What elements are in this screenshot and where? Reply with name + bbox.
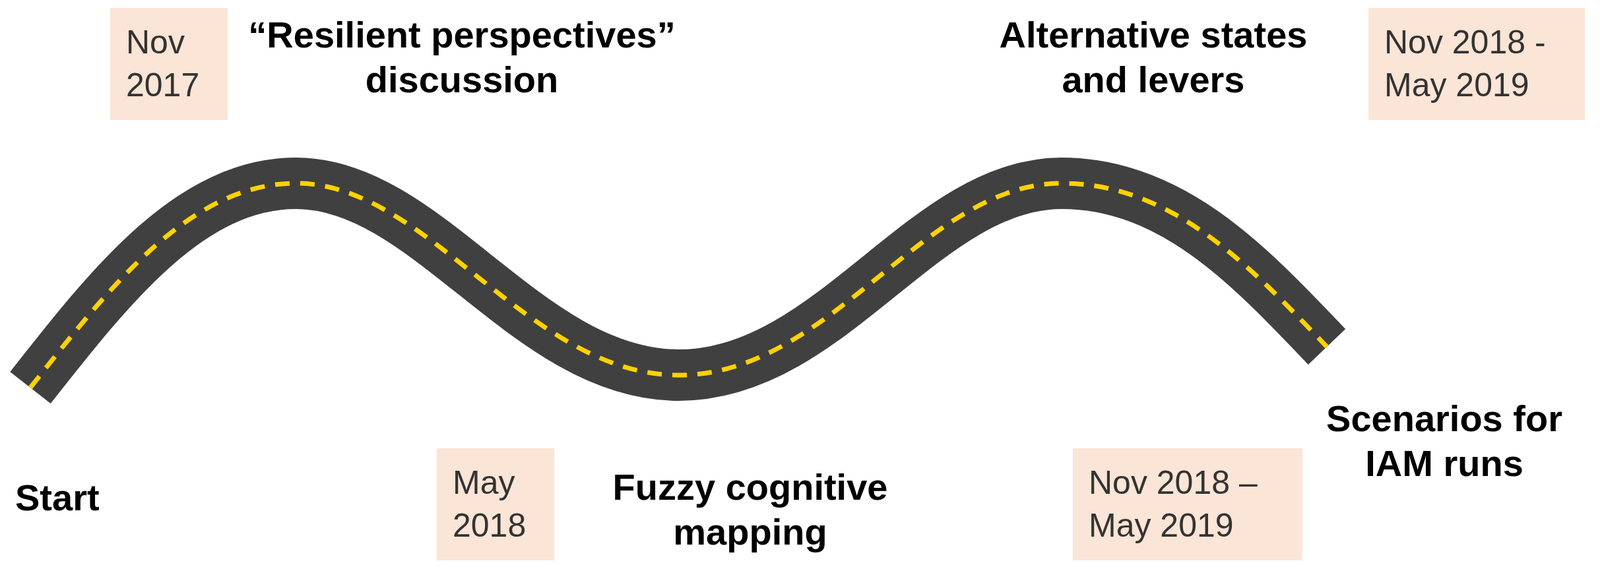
stage-label: Alternative states and levers (981, 12, 1325, 103)
date-box: Nov 2018 - May 2019 (1368, 7, 1585, 121)
date-text: Nov 2017 (126, 21, 212, 107)
date-text: May 2018 (452, 461, 539, 548)
stage-label: Start (15, 475, 100, 521)
date-box: May 2018 (436, 448, 555, 561)
stage-label: “Resilient perspectives” discussion (224, 12, 700, 103)
road-surface (30, 183, 1327, 388)
date-box: Nov 2017 (110, 7, 228, 121)
date-box: Nov 2018 – May 2019 (1072, 448, 1303, 561)
stage-label: Fuzzy cognitive mapping (595, 465, 906, 556)
date-text: Nov 2018 – May 2019 (1088, 461, 1287, 548)
date-text: Nov 2018 - May 2019 (1384, 21, 1569, 107)
stage-label: Scenarios for IAM runs (1312, 396, 1577, 487)
road-centre-line (30, 183, 1327, 388)
